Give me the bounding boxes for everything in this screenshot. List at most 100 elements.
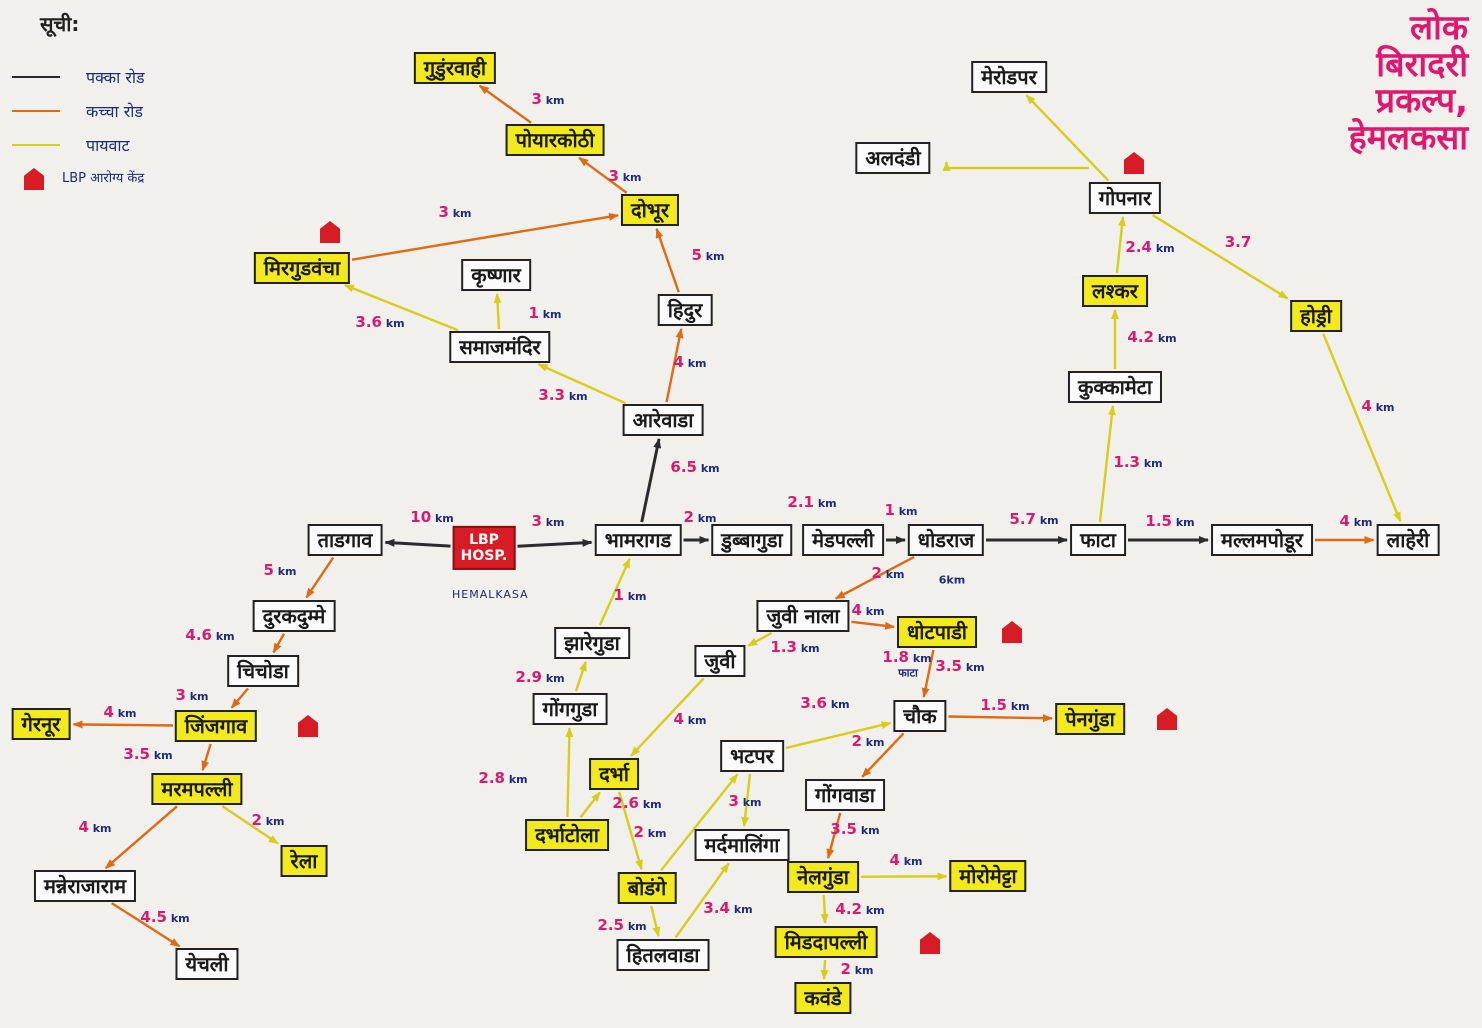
village-dubbaguda[interactable]: डुब्बागुडा [711, 524, 793, 556]
distance-label: 3.6 km [355, 313, 404, 331]
distance-label: 3.4 km [703, 899, 752, 917]
village-dombur[interactable]: दोभूर [620, 194, 680, 226]
village-mirgudvancha[interactable]: मिरगुडवंचा [253, 252, 351, 284]
route-kachha-tadgaon-durkadumme [305, 556, 335, 599]
distance-value: 4 [78, 818, 89, 836]
village-dhodraj[interactable]: धोडराज [907, 524, 985, 556]
village-phata[interactable]: फाटा [1070, 524, 1126, 556]
village-samajmandir[interactable]: समाजमंदिर [449, 331, 551, 363]
distance-unit: km [273, 565, 297, 578]
village-jinjgaon[interactable]: जिंजगाव [174, 710, 258, 742]
village-mardmaling[interactable]: मर्दमालिंगा [694, 829, 790, 861]
lbp-hospital[interactable]: LBP HOSP. [452, 525, 516, 571]
route-kachha-hidur-dombur [655, 227, 680, 293]
distance-unit: km [643, 827, 667, 840]
village-penguda[interactable]: पेनगुंडा [1055, 703, 1125, 735]
legend: सूची: पक्का रोड कच्चा रोड पायवाट LBP आरो… [6, 10, 206, 200]
route-kachha-jinjgaon-marampalli [201, 743, 212, 772]
distance-value: 3.7 [1224, 233, 1252, 251]
distance-label: 3.7 [1225, 233, 1252, 251]
village-bodange[interactable]: बोडंगे [617, 872, 677, 904]
village-laheri[interactable]: लाहेरी [1376, 524, 1440, 556]
village-chichoda[interactable]: चिचोडा [227, 655, 299, 687]
title-line: बिरादरी [1376, 44, 1468, 85]
village-kawande[interactable]: कवंडे [794, 982, 852, 1014]
village-medpalli[interactable]: मेडपल्ली [802, 524, 884, 556]
map-title: लोक बिरादरी प्रकल्प, हेमलकसा [1349, 10, 1468, 157]
distance-value: 4 [851, 601, 862, 619]
distance-unit: km [431, 512, 454, 525]
village-gongguda[interactable]: गोंगगुडा [532, 693, 608, 725]
distance-label: 1 km [528, 304, 561, 322]
route-footpath-zareguda-bhamragad [598, 557, 631, 626]
village-bhatpar[interactable]: भटपर [720, 740, 784, 772]
village-laskar[interactable]: लश्कर [1082, 275, 1148, 307]
village-rela[interactable]: रेला [280, 845, 328, 877]
village-dhotpadi[interactable]: धोटपाडी [897, 616, 977, 648]
legend-item-kachha: कच्चा रोड [12, 98, 212, 124]
route-footpath-nelguda-mildapalli [820, 894, 829, 925]
route-kachha-chowk-penguda [948, 714, 1054, 723]
distance-unit: km [813, 497, 837, 510]
village-darbha[interactable]: दर्भा [589, 758, 639, 790]
distance-value: 4.2 [1127, 328, 1154, 346]
distance-unit: km [856, 824, 880, 837]
village-darbhatola[interactable]: दर्भाटोला [525, 819, 609, 851]
village-nelguda[interactable]: नेलगुंडा [787, 861, 859, 893]
village-krishnar[interactable]: कृष्णार [461, 259, 531, 291]
route-footpath-nelguda-morometta [860, 872, 948, 881]
distance-label: 4 km [851, 601, 884, 619]
village-chowk[interactable]: चौक [893, 700, 947, 732]
village-bhamragad[interactable]: भामरागड [594, 524, 682, 556]
village-gudunrahi[interactable]: गुडुंरवाही [413, 52, 497, 84]
village-juvinala[interactable]: जुवी नाला [756, 600, 850, 632]
distance-unit: km [113, 707, 137, 720]
village-yechli[interactable]: येचली [175, 948, 239, 980]
distance-value: 4 [673, 353, 684, 371]
kachha-road-swatch [12, 110, 60, 112]
distance-unit: km [861, 605, 885, 618]
village-durkadumme[interactable]: दुरकदुम्मे [252, 600, 336, 632]
legend-title: सूची: [40, 12, 80, 36]
route-footpath-gongguda-zareguda [574, 660, 587, 692]
legend-label: पक्का रोड [86, 68, 145, 87]
distance-unit: km [1006, 700, 1030, 713]
distance-value: 4 [1361, 397, 1372, 415]
distance-value: 2.4 [1125, 238, 1152, 256]
village-hitalwada[interactable]: हितलवाडा [616, 939, 710, 971]
village-marampalli[interactable]: मरमपल्ली [151, 773, 243, 805]
village-morodpar[interactable]: मेरोडपर [971, 61, 1047, 93]
distance-label: 2 km [840, 960, 873, 978]
village-aldandi[interactable]: अलदंडी [855, 142, 931, 174]
village-gernur[interactable]: गेरनूर [11, 708, 71, 740]
village-arewada[interactable]: आरेवाडा [622, 404, 704, 436]
village-zareguda[interactable]: झारेगुडा [554, 627, 630, 659]
route-footpath-laskar-gopnar [1115, 215, 1126, 274]
legend-item-health-center: LBP आरोग्य केंद्र [12, 166, 212, 192]
distance-unit: km [504, 773, 528, 786]
distance-label: 3.3 km [538, 386, 587, 404]
distance-label: 2 km [871, 564, 904, 582]
village-gongwada[interactable]: गोंगवाडा [805, 779, 885, 811]
distance-value: 3 [438, 203, 449, 221]
title-line: प्रकल्प, [1375, 81, 1468, 122]
village-morometta[interactable]: मोरोमेट्टा [949, 860, 1027, 892]
village-mallampodur[interactable]: मल्लमपोडूर [1211, 524, 1313, 556]
village-mannerajaram[interactable]: मन्नेराजाराम [33, 870, 137, 902]
village-poyarkothi[interactable]: पोयारकोठी [505, 124, 605, 156]
distance-label: 3 km [175, 686, 208, 704]
village-hidur[interactable]: हिदुर [657, 294, 713, 326]
village-mildapalli[interactable]: मिडदापल्ली [774, 926, 878, 958]
route-footpath-bodange-bhatpar [660, 773, 739, 872]
village-hodri[interactable]: होड्री [1290, 300, 1342, 332]
village-tadgaon[interactable]: ताडगाव [307, 524, 383, 556]
route-footpath-bhatpar-chowk [785, 721, 892, 750]
village-juvi[interactable]: जुवी [694, 645, 746, 677]
distance-value: 2.5 [597, 916, 624, 934]
village-gopnar[interactable]: गोपनार [1088, 182, 1162, 214]
village-kukkameta[interactable]: कुक्कामेटा [1067, 371, 1163, 403]
distance-label: 3 km [531, 90, 564, 108]
health-center-icon [320, 221, 340, 243]
legend-label: LBP आरोग्य केंद्र [62, 171, 145, 186]
